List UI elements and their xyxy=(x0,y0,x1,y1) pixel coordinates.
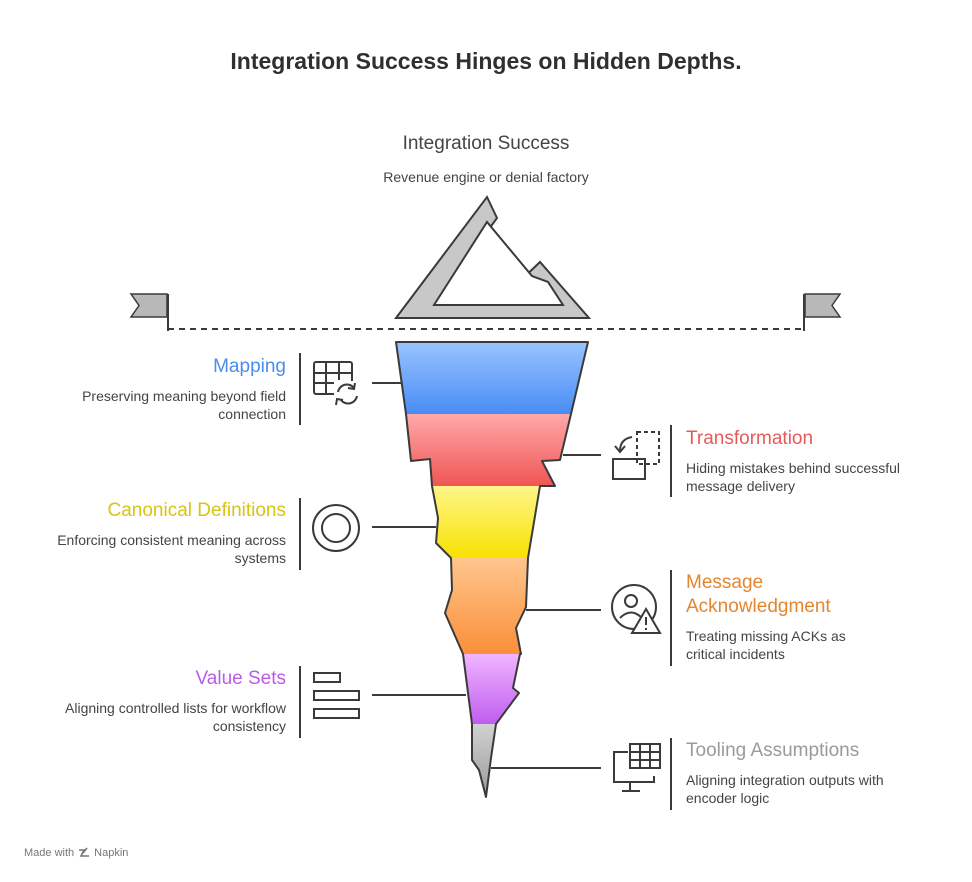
summit-title: Integration Success xyxy=(402,133,570,154)
layer-title: Canonical Definitions xyxy=(107,500,287,521)
napkin-brand: Napkin xyxy=(94,847,129,859)
list-bars-icon xyxy=(313,672,360,719)
label-canonical-definitions: Canonical Definitions Enforcing consiste… xyxy=(40,499,286,567)
user-warning-icon xyxy=(611,584,662,634)
layer-mapping xyxy=(396,342,588,414)
layer-title: Message Acknowledgment xyxy=(686,572,831,617)
layer-message-acknowledgment xyxy=(445,558,528,654)
layer-description: Preserving meaning beyond field connecti… xyxy=(82,388,286,422)
layer-canonical-definitions xyxy=(432,486,540,558)
layer-description: Hiding mistakes behind successful messag… xyxy=(686,460,900,494)
footer: Made with Napkin xyxy=(24,847,128,859)
layer-transformation xyxy=(406,414,571,486)
layer-description: Enforcing consistent meaning across syst… xyxy=(57,532,286,566)
layer-title: Mapping xyxy=(213,356,286,377)
table-refresh-icon xyxy=(313,361,360,407)
layer-title: Value Sets xyxy=(195,668,286,689)
layer-value-sets xyxy=(463,654,520,724)
label-transformation: Transformation Hiding mistakes behind su… xyxy=(686,427,936,495)
layer-description: Aligning integration outputs with encode… xyxy=(686,772,884,806)
made-with-text: Made with xyxy=(24,847,75,859)
mountain-icon xyxy=(393,195,592,319)
waterline xyxy=(129,293,842,331)
label-message-acknowledgment: Message Acknowledgment Treating missing … xyxy=(686,571,886,663)
label-tooling-assumptions: Tooling Assumptions Aligning integration… xyxy=(686,739,926,807)
layer-title: Transformation xyxy=(686,428,814,449)
circle-target-icon xyxy=(312,504,360,552)
napkin-logo-icon xyxy=(79,847,90,857)
monitor-grid-icon xyxy=(613,743,661,792)
summit-description: Revenue engine or denial factory xyxy=(383,169,589,185)
label-value-sets: Value Sets Aligning controlled lists for… xyxy=(40,667,286,735)
transform-box-icon xyxy=(612,431,660,480)
layer-title: Tooling Assumptions xyxy=(686,740,860,761)
connectors xyxy=(299,353,672,810)
iceberg-layers xyxy=(395,341,589,798)
layer-description: Treating missing ACKs as critical incide… xyxy=(686,628,846,662)
page-title: Integration Success Hinges on Hidden Dep… xyxy=(230,48,742,74)
layer-description: Aligning controlled lists for workflow c… xyxy=(65,700,286,734)
layer-tooling-assumptions xyxy=(472,724,496,797)
label-mapping: Mapping Preserving meaning beyond field … xyxy=(40,355,286,423)
